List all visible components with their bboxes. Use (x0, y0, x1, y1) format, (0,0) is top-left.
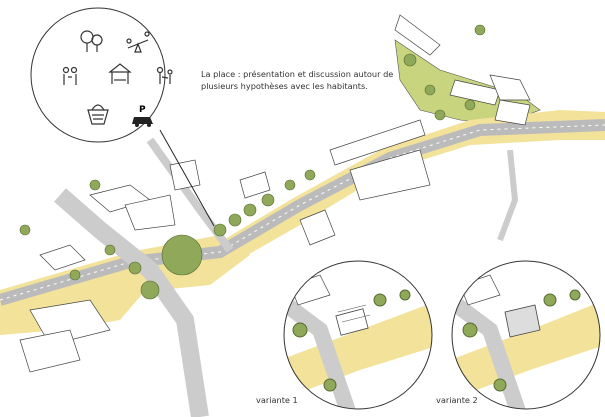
pointer-line (159, 129, 215, 227)
river-road (497, 149, 519, 242)
parking-letter: P (139, 105, 146, 115)
variant-2-label: variante 2 (436, 395, 478, 405)
basket-icon (87, 104, 109, 125)
seesaw-icon (126, 31, 150, 53)
cross-road (54, 188, 209, 417)
icons-circle: P (30, 7, 173, 143)
variant-1-circle (283, 260, 433, 410)
walking-family-icon (156, 66, 173, 84)
parking-car-icon: P (132, 105, 153, 127)
caption-text: La place : présentation et discussion au… (201, 69, 394, 91)
variant-1-label: variante 1 (256, 395, 298, 405)
side-road (146, 137, 234, 253)
trees-icon (80, 30, 103, 52)
buildings (19, 14, 531, 373)
family-icon (62, 66, 78, 85)
market-stall-icon (108, 63, 132, 84)
trees (19, 24, 486, 300)
variant-2-circle (451, 260, 601, 410)
